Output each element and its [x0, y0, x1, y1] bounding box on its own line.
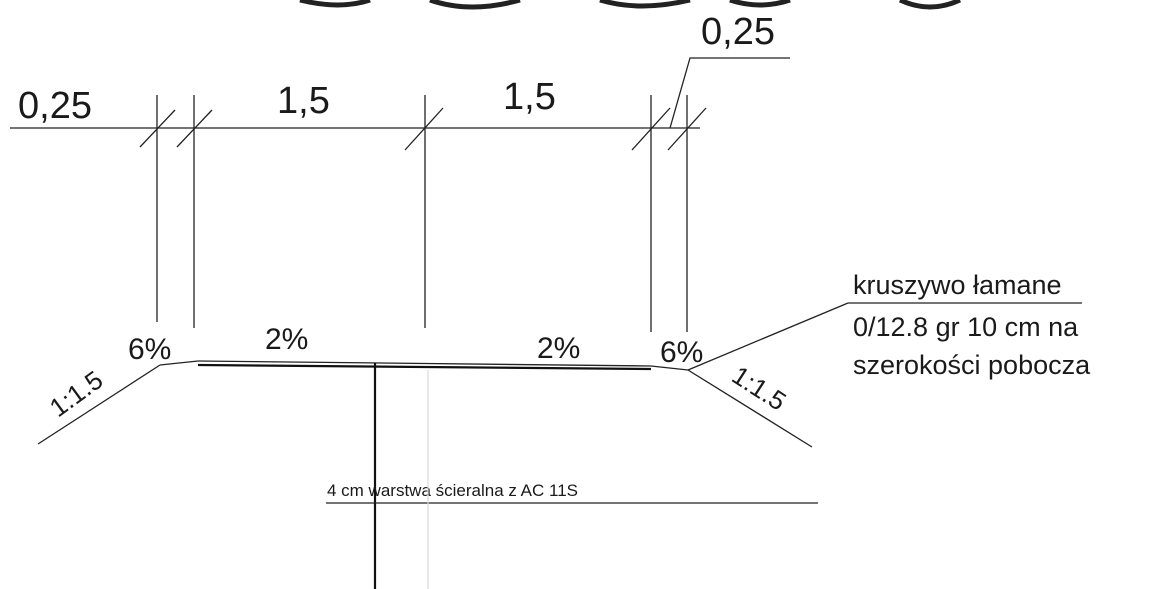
- slope-shoulder-right: 6%: [660, 336, 703, 369]
- dimension-lane-right: 1,5: [503, 76, 556, 118]
- embankment-right-slope: [687, 369, 813, 448]
- clipped-heading-fragment: [299, 0, 962, 10]
- slope-lane-left: 2%: [265, 323, 308, 356]
- material-note-line-3: szerokości pobocza: [853, 350, 1091, 380]
- slope-lane-right: 2%: [537, 332, 580, 365]
- slope-shoulder-left: 6%: [128, 333, 171, 366]
- embankment-ratio-left: 1:1.5: [44, 365, 108, 423]
- embankment-left-slope: [37, 364, 161, 445]
- dimension-tick-3: [404, 107, 444, 151]
- dimension-lane-left: 1,5: [277, 80, 330, 122]
- dimension-shoulder-left: 0,25: [18, 85, 92, 127]
- pavement-bottom-line: [197, 363, 652, 371]
- pavement-top-line: [197, 360, 652, 367]
- dimension-tick-2: [176, 109, 213, 148]
- dimension-shoulder-right: 0,25: [701, 11, 775, 53]
- wearing-course-note: 4 cm warstwa ścieralna z AC 11S: [327, 481, 578, 500]
- shoulder-right-surface: [650, 365, 689, 371]
- shoulder-dimension-leader: [669, 57, 790, 129]
- dimension-tick-4: [631, 107, 671, 151]
- embankment-ratio-right: 1:1.5: [727, 360, 792, 417]
- shoulder-left-surface: [159, 360, 199, 366]
- dimension-tick-5: [667, 107, 707, 151]
- material-note-line-2: 0/12.8 gr 10 cm na: [853, 312, 1079, 342]
- material-leader-line: [687, 302, 849, 371]
- material-note-line-1: kruszywo łamane: [853, 270, 1062, 300]
- dimension-tick-1: [139, 109, 176, 148]
